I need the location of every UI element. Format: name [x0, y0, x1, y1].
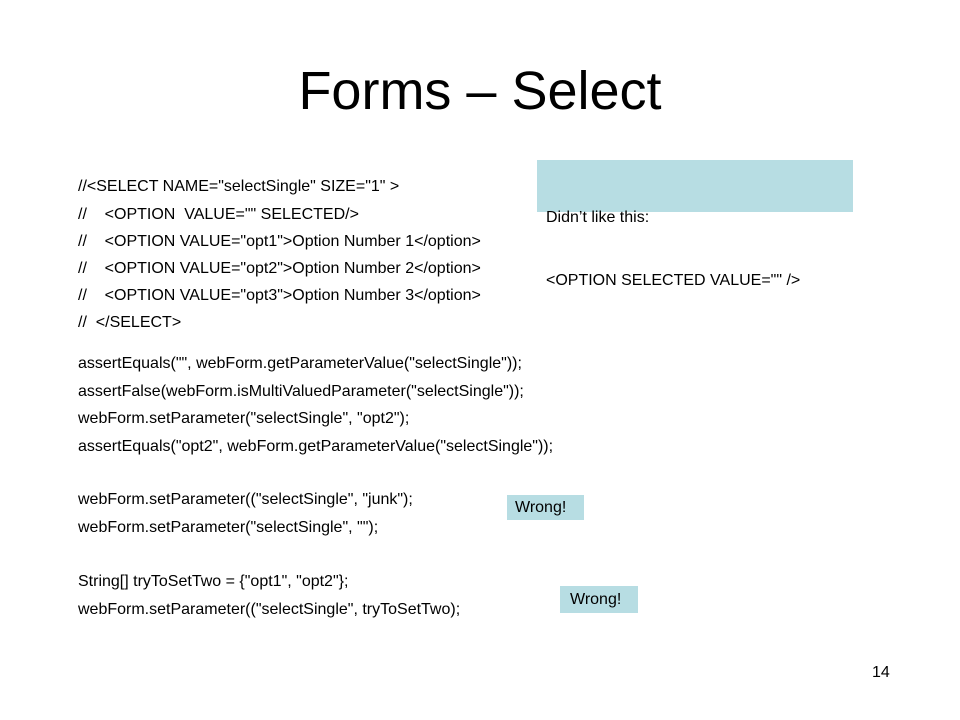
- code-line: webForm.setParameter("selectSingle", "")…: [78, 519, 379, 536]
- code-comment-line: // <OPTION VALUE="opt1">Option Number 1<…: [78, 233, 481, 250]
- callout-didnt-like: Didn’t like this: <OPTION SELECTED VALUE…: [537, 160, 853, 289]
- page-number: 14: [872, 664, 890, 681]
- code-line: String[] tryToSetTwo = {"opt1", "opt2"};: [78, 573, 349, 590]
- code-comment-line: // <OPTION VALUE="opt3">Option Number 3<…: [78, 287, 481, 304]
- code-line: webForm.setParameter("selectSingle", "op…: [78, 410, 410, 427]
- code-comment-line: //<SELECT NAME="selectSingle" SIZE="1" >: [78, 178, 400, 195]
- code-comment-line: // </SELECT>: [78, 314, 182, 331]
- slide-title: Forms – Select: [298, 61, 662, 121]
- code-comment-line: // <OPTION VALUE="opt2">Option Number 2<…: [78, 260, 481, 277]
- callout-line: Didn’t like this:: [546, 209, 650, 226]
- code-comment-line: // <OPTION VALUE="" SELECTED/>: [78, 206, 359, 223]
- code-line: webForm.setParameter(("selectSingle", tr…: [78, 601, 461, 618]
- code-line: assertFalse(webForm.isMultiValuedParamet…: [78, 383, 524, 400]
- code-line: assertEquals("", webForm.getParameterVal…: [78, 355, 522, 372]
- code-line: webForm.setParameter(("selectSingle", "j…: [78, 491, 413, 508]
- code-line: assertEquals("opt2", webForm.getParamete…: [78, 438, 554, 455]
- callout-wrong: Wrong!: [560, 586, 638, 613]
- callout-line: <OPTION SELECTED VALUE="" />: [546, 272, 801, 289]
- callout-wrong: Wrong!: [507, 495, 584, 520]
